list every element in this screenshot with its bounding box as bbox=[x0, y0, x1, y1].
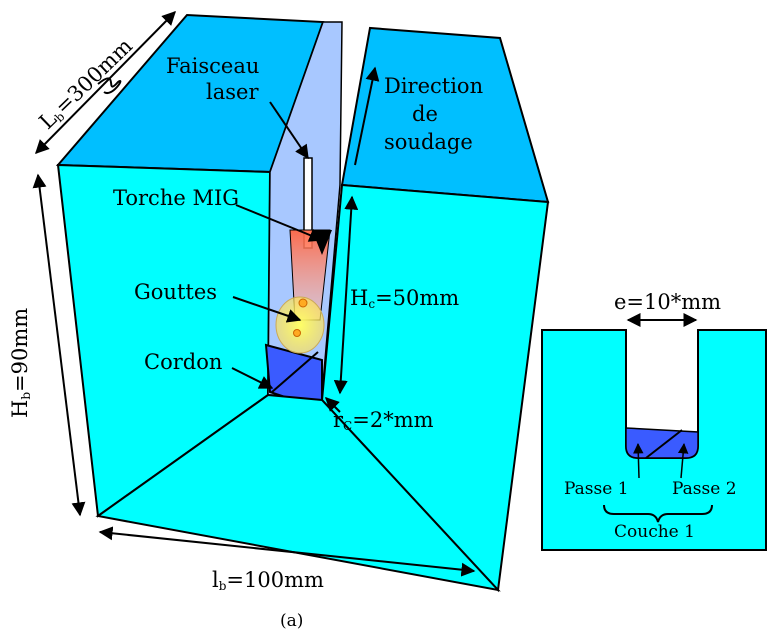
direction-label-line3: soudage bbox=[384, 130, 473, 154]
bead-label: Cordon bbox=[144, 350, 223, 374]
laser-label-line1: Faisceau bbox=[166, 54, 260, 78]
cross-section-pass-separator bbox=[645, 429, 683, 459]
droplet-2 bbox=[293, 329, 301, 337]
cross-section-bead bbox=[625, 427, 699, 459]
cross-section-inset bbox=[541, 313, 767, 551]
direction-label-line1: Direction bbox=[384, 74, 484, 98]
leader-lines bbox=[231, 66, 380, 413]
radius-label: rC=2*mm bbox=[333, 408, 434, 433]
bead-separator bbox=[271, 351, 319, 393]
caption: (a) bbox=[280, 611, 304, 631]
direction-label-line2: de bbox=[412, 102, 438, 126]
groove-height-label: Hc=50mm bbox=[350, 286, 460, 311]
pass2-label: Passe 2 bbox=[672, 479, 737, 499]
width-label: lb=100mm bbox=[212, 568, 324, 593]
dimension-arrows bbox=[32, 11, 476, 577]
gap-label: e=10*mm bbox=[614, 290, 722, 314]
laser-label-line2: laser bbox=[206, 80, 259, 104]
layer-brace bbox=[603, 504, 713, 523]
torch-label: Torche MIG bbox=[113, 186, 240, 210]
pass1-label: Passe 1 bbox=[564, 479, 629, 499]
right-block-top bbox=[340, 26, 550, 204]
droplet-1 bbox=[298, 298, 308, 308]
height-label: Hb=90mm bbox=[8, 307, 33, 418]
layer-label: Couche 1 bbox=[614, 522, 695, 542]
drops-label: Gouttes bbox=[134, 280, 218, 304]
